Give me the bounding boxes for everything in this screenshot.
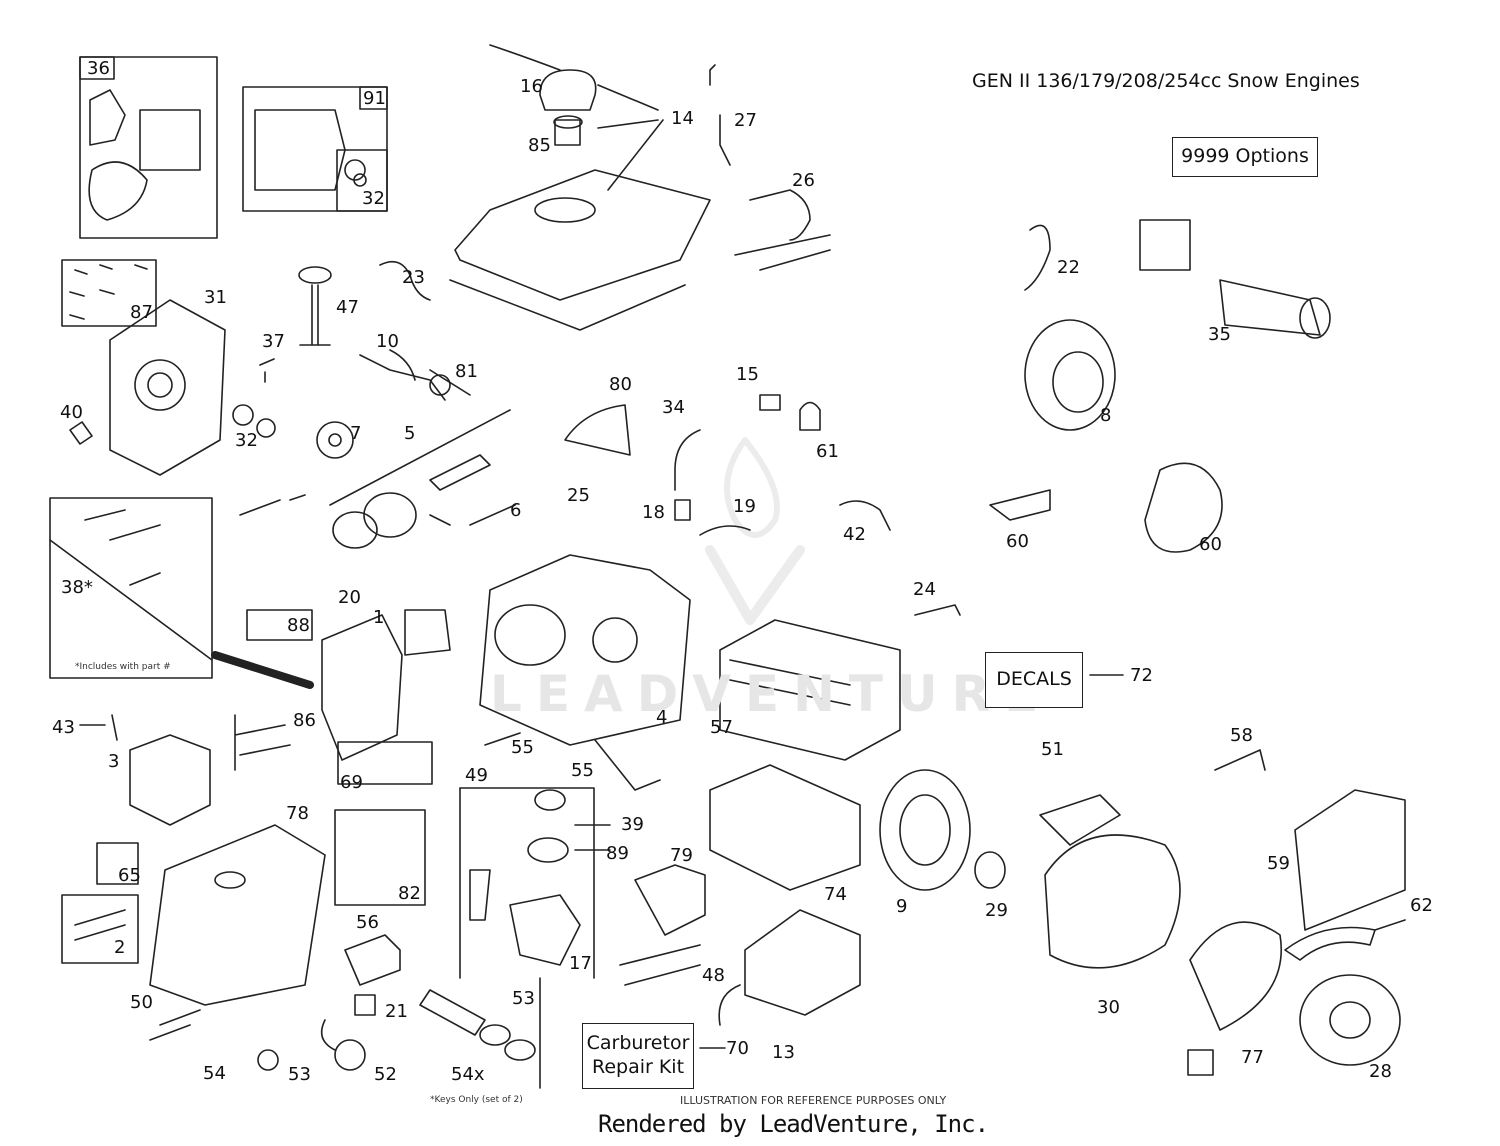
callout-32-seal[interactable]: 32: [235, 430, 258, 451]
callout-40[interactable]: 40: [60, 402, 83, 423]
callout-23[interactable]: 23: [402, 267, 425, 288]
callout-51[interactable]: 51: [1041, 739, 1064, 760]
callout-2[interactable]: 2: [114, 937, 126, 958]
callout-27[interactable]: 27: [734, 110, 757, 131]
callout-16[interactable]: 16: [520, 76, 543, 97]
callout-53-ignition[interactable]: 53: [512, 988, 535, 1009]
callout-61[interactable]: 61: [816, 441, 839, 462]
footer-credit: Rendered by LeadVenture, Inc.: [598, 1110, 989, 1138]
callout-52[interactable]: 52: [374, 1064, 397, 1085]
callout-15[interactable]: 15: [736, 364, 759, 385]
callout-80[interactable]: 80: [609, 374, 632, 395]
callout-60-stator[interactable]: 60: [1199, 534, 1222, 555]
options-box[interactable]: 9999 Options: [1172, 137, 1318, 177]
callout-65[interactable]: 65: [118, 865, 141, 886]
callout-38[interactable]: 38*: [61, 577, 93, 598]
callout-54-keys[interactable]: 54x: [451, 1064, 485, 1085]
callout-82[interactable]: 82: [398, 883, 421, 904]
callout-24[interactable]: 24: [913, 579, 936, 600]
illustration-note: ILLUSTRATION FOR REFERENCE PURPOSES ONLY: [680, 1094, 947, 1107]
callout-14[interactable]: 14: [671, 108, 694, 129]
callout-4[interactable]: 4: [656, 707, 668, 728]
diagram-title: GEN II 136/179/208/254cc Snow Engines: [972, 70, 1360, 92]
callout-19[interactable]: 19: [733, 496, 756, 517]
gasket-set-box-91: [242, 86, 388, 212]
callout-77[interactable]: 77: [1241, 1047, 1264, 1068]
callout-70[interactable]: 70: [726, 1038, 749, 1059]
callout-55-dowel[interactable]: 55: [511, 737, 534, 758]
callout-8[interactable]: 8: [1100, 405, 1112, 426]
callout-72[interactable]: 72: [1130, 665, 1153, 686]
callout-57[interactable]: 57: [710, 717, 733, 738]
callout-87[interactable]: 87: [130, 302, 153, 323]
carburetor-repair-kit-box[interactable]: Carburetor Repair Kit: [582, 1023, 694, 1089]
callout-53[interactable]: 53: [288, 1064, 311, 1085]
callout-39[interactable]: 39: [621, 814, 644, 835]
callout-32[interactable]: 32: [362, 188, 385, 209]
callout-85[interactable]: 85: [528, 135, 551, 156]
callout-54[interactable]: 54: [203, 1063, 226, 1084]
callout-17[interactable]: 17: [569, 953, 592, 974]
callout-79[interactable]: 79: [670, 845, 693, 866]
callout-55[interactable]: 55: [571, 760, 594, 781]
callout-35[interactable]: 35: [1208, 324, 1231, 345]
callout-48[interactable]: 48: [702, 965, 725, 986]
callout-58[interactable]: 58: [1230, 725, 1253, 746]
callout-91[interactable]: 91: [363, 88, 386, 109]
callout-56[interactable]: 56: [356, 912, 379, 933]
callout-31[interactable]: 31: [204, 287, 227, 308]
callout-37[interactable]: 37: [262, 331, 285, 352]
callout-78[interactable]: 78: [286, 803, 309, 824]
callout-36[interactable]: 36: [87, 58, 110, 79]
callout-10[interactable]: 10: [376, 331, 399, 352]
callout-26[interactable]: 26: [792, 170, 815, 191]
callout-9[interactable]: 9: [896, 896, 908, 917]
callout-30[interactable]: 30: [1097, 997, 1120, 1018]
callout-1[interactable]: 1: [373, 607, 385, 628]
callout-7[interactable]: 7: [350, 423, 362, 444]
callout-25[interactable]: 25: [567, 485, 590, 506]
decals-box[interactable]: DECALS: [985, 652, 1083, 708]
callout-18[interactable]: 18: [642, 502, 665, 523]
callout-69[interactable]: 69: [340, 772, 363, 793]
callout-62[interactable]: 62: [1410, 895, 1433, 916]
callout-21[interactable]: 21: [385, 1001, 408, 1022]
callout-49[interactable]: 49: [465, 765, 488, 786]
callout-20[interactable]: 20: [338, 587, 361, 608]
callout-60-pickup[interactable]: 60: [1006, 531, 1029, 552]
callout-74[interactable]: 74: [824, 884, 847, 905]
callout-6[interactable]: 6: [510, 500, 522, 521]
keys-note: *Keys Only (set of 2): [430, 1095, 523, 1105]
watermark: LEADVENTURE: [490, 665, 1053, 723]
callout-59[interactable]: 59: [1267, 853, 1290, 874]
callout-34[interactable]: 34: [662, 397, 685, 418]
callout-81[interactable]: 81: [455, 361, 478, 382]
callout-47[interactable]: 47: [336, 297, 359, 318]
callout-88[interactable]: 88: [287, 615, 310, 636]
callout-42[interactable]: 42: [843, 524, 866, 545]
callout-22[interactable]: 22: [1057, 257, 1080, 278]
callout-5[interactable]: 5: [404, 423, 416, 444]
callout-28[interactable]: 28: [1369, 1061, 1392, 1082]
callout-13[interactable]: 13: [772, 1042, 795, 1063]
callout-3[interactable]: 3: [108, 751, 120, 772]
callout-86[interactable]: 86: [293, 710, 316, 731]
callout-29[interactable]: 29: [985, 900, 1008, 921]
callout-89[interactable]: 89: [606, 843, 629, 864]
includes-note: *Includes with part #: [75, 662, 171, 672]
callout-50[interactable]: 50: [130, 992, 153, 1013]
callout-43[interactable]: 43: [52, 717, 75, 738]
gasket-set-box-36: [79, 56, 218, 239]
